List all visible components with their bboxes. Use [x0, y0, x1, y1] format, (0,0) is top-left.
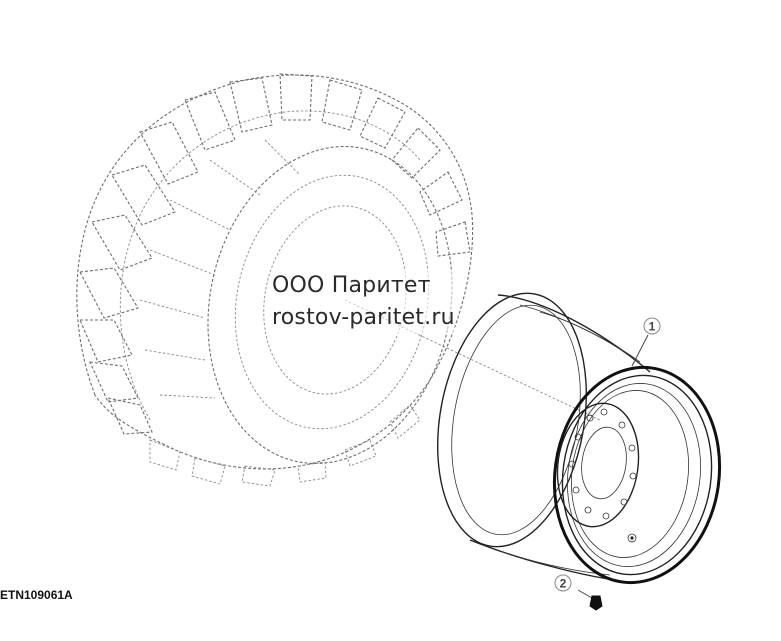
rim-center-disc: [556, 402, 640, 528]
tire-outer-edge: [76, 74, 474, 470]
rim-back-flange: [436, 292, 588, 548]
callout-2-label: 2: [560, 577, 567, 591]
tire-tread-lugs: [79, 73, 471, 487]
wheel-rim: [436, 292, 722, 585]
watermark-company-name: ООО Паритет: [272, 273, 431, 298]
rim-center-bore: [581, 426, 627, 500]
watermark: ООО Паритет rostov-paritet.ru: [272, 270, 455, 334]
tire-tread-band: [119, 110, 421, 421]
wheel-bolt: [577, 589, 603, 611]
rim-valve-hole: [627, 533, 637, 543]
rim-bolt-holes: [568, 408, 637, 520]
callout-2: 2: [554, 574, 572, 592]
callout-1-label: 1: [649, 320, 656, 334]
figure-id: ETN109061A: [0, 588, 73, 602]
callout-1: 1: [631, 317, 661, 367]
watermark-website: rostov-paritet.ru: [272, 305, 455, 330]
rim-front-flange: [552, 365, 722, 585]
rim-barrel-bottom: [469, 539, 616, 581]
